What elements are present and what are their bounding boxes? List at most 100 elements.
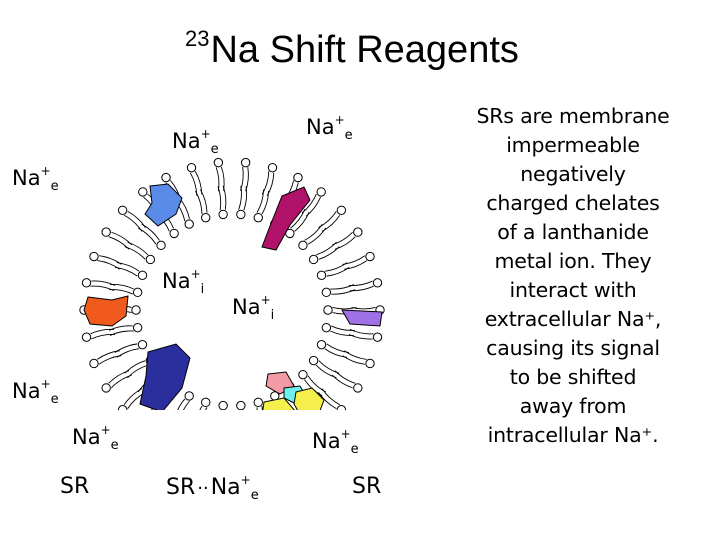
description-line: away from xyxy=(519,394,627,418)
description-line: causing its signal xyxy=(486,336,660,360)
lipid-tail xyxy=(110,284,134,290)
lipid-tail xyxy=(326,267,350,277)
reagent-sr-left: SR xyxy=(60,474,90,499)
blob-yellow-2 xyxy=(293,387,325,410)
description-line: extracellular Na⁺, xyxy=(484,307,662,331)
lipid-head xyxy=(365,251,375,262)
lipid-head xyxy=(184,219,194,229)
lipid-head xyxy=(323,305,333,315)
lipid-head xyxy=(218,209,228,220)
blob-yellow-1 xyxy=(262,397,295,410)
lipid-tail xyxy=(315,241,337,256)
lipid-head xyxy=(298,240,308,251)
na-ext-label-5: Na+e xyxy=(72,423,119,453)
lipid-head xyxy=(81,332,92,342)
lipid-head xyxy=(117,205,128,215)
lipid-tail xyxy=(238,185,242,210)
product-sr-right: SR xyxy=(352,474,382,499)
lipid-head xyxy=(253,212,263,223)
lipid-head xyxy=(336,405,347,410)
lipid-head xyxy=(298,369,308,380)
lipid-head xyxy=(145,254,156,265)
lipid-tail xyxy=(127,364,149,379)
lipid-head xyxy=(293,172,303,183)
lipid-head xyxy=(213,157,224,168)
lipid-tail xyxy=(124,360,146,374)
lipid-tail xyxy=(116,348,140,358)
lipid-head xyxy=(117,405,128,410)
lipid-head xyxy=(353,383,363,393)
lipid-head xyxy=(321,322,332,333)
lipid-tail xyxy=(199,405,203,410)
blob-purple xyxy=(341,309,383,327)
lipid-tail xyxy=(330,284,355,290)
isotope-superscript: 23 xyxy=(185,26,210,51)
description-line: of a lanthanide xyxy=(497,220,649,244)
lipid-tail xyxy=(326,343,350,353)
lipid-tail xyxy=(318,246,340,260)
lipid-head xyxy=(184,391,194,401)
lipid-head xyxy=(316,270,327,281)
na-ext-label-4: Na+e xyxy=(12,377,59,407)
lipid-tail xyxy=(116,262,140,272)
lipid-head xyxy=(372,278,383,288)
lipid-head xyxy=(316,339,327,350)
shift-reagent-blobs xyxy=(83,183,383,410)
lipid-head xyxy=(365,358,375,369)
lipid-tail xyxy=(205,407,208,410)
lipid-head xyxy=(253,397,263,408)
lipid-tail xyxy=(256,407,258,410)
lipid-tail xyxy=(217,186,222,211)
liposome-diagram xyxy=(79,157,385,410)
na-int-label-1: Na+i xyxy=(162,267,205,297)
lipid-head xyxy=(132,322,143,333)
description-line: impermeable xyxy=(506,133,640,157)
lipid-tail xyxy=(138,227,157,245)
complex-dots: ·· xyxy=(197,478,209,499)
lipid-tail xyxy=(304,223,323,241)
lipid-tail xyxy=(200,189,208,213)
lipid-tail xyxy=(124,246,146,260)
title-text: Na Shift Reagents xyxy=(210,29,519,71)
lipid-head xyxy=(161,172,171,183)
lipid-tail xyxy=(315,364,337,379)
description-line: metal ion. They xyxy=(494,249,652,273)
description-line: intracellular Na⁺. xyxy=(487,423,659,447)
lipid-head xyxy=(201,397,211,408)
blob-orange xyxy=(83,295,129,327)
lipid-tail xyxy=(109,289,133,295)
lipid-tail xyxy=(222,185,227,210)
lipid-head xyxy=(336,205,347,215)
blob-navy xyxy=(139,343,191,410)
lipid-tail xyxy=(108,325,133,331)
lipid-head xyxy=(137,270,148,281)
na-ext-label-1: Na+e xyxy=(172,127,219,157)
lipid-head xyxy=(267,162,278,173)
blob-magenta xyxy=(261,186,311,251)
lipid-tail xyxy=(294,212,310,232)
lipid-head xyxy=(201,212,211,223)
lipid-head xyxy=(169,228,179,239)
lipid-tail xyxy=(324,262,348,272)
description-line: charged chelates xyxy=(486,191,660,215)
lipid-head xyxy=(132,287,143,298)
lipid-tail xyxy=(182,400,190,410)
lipid-tail xyxy=(332,306,357,310)
na-ext-label-6: Na+e xyxy=(312,427,359,457)
lipid-tail xyxy=(290,208,306,229)
na-ext-label-3: Na+e xyxy=(12,164,59,194)
lipid-head xyxy=(138,187,148,197)
lipid-tail xyxy=(114,267,138,277)
lipid-tail xyxy=(324,348,348,358)
lipid-head xyxy=(353,227,363,237)
complex-label: SR··Na+e xyxy=(166,473,259,503)
lipid-tail xyxy=(127,241,149,256)
lipid-head xyxy=(101,227,111,237)
lipid-tail xyxy=(243,186,248,211)
page-title: 23Na Shift Reagents xyxy=(185,26,519,71)
blob-blue xyxy=(144,183,183,227)
lipid-tail xyxy=(177,398,186,410)
lipid-tail xyxy=(330,330,354,336)
na-int-label-2: Na+i xyxy=(232,293,275,323)
